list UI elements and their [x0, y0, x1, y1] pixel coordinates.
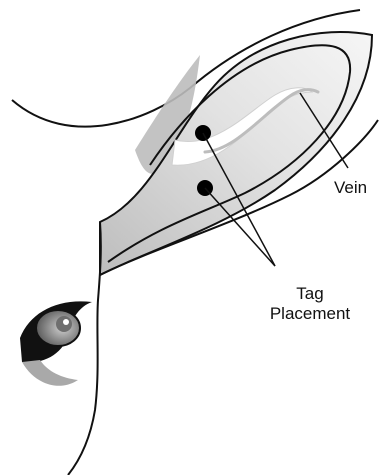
- tag-placement-label: Tag Placement: [250, 284, 370, 324]
- tag-label-line1: Tag: [250, 284, 370, 304]
- vein-label: Vein: [334, 178, 367, 198]
- tag-label-line2: Placement: [250, 304, 370, 324]
- body-front-outline: [68, 222, 101, 475]
- eye-icon: [20, 301, 92, 385]
